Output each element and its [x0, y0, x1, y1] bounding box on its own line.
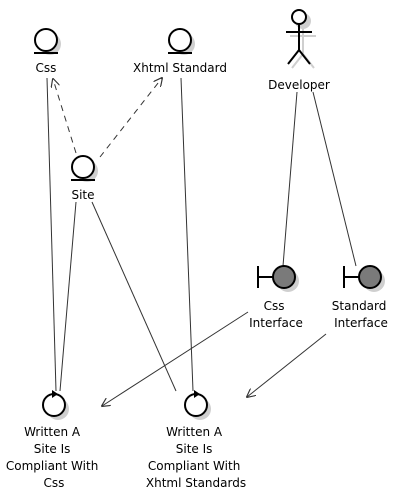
entity-xhtml-standard: Xhtml Standard — [133, 28, 227, 75]
boundary-css-interface-label: Css Interface — [249, 299, 303, 330]
edge-site-to-css — [53, 79, 77, 154]
edge-css-to-control-css — [46, 77, 57, 392]
label-line: Css — [44, 476, 65, 490]
label-line: Site Is — [176, 442, 213, 456]
control-written-site-css: Written A Site Is Compliant With Css — [6, 390, 102, 490]
edge-site-to-control-css — [59, 201, 77, 392]
entity-css: Css — [34, 28, 61, 75]
control-written-site-xhtml: Written A Site Is Compliant With Xhtml S… — [146, 390, 246, 490]
label-line: Interface — [249, 316, 303, 330]
control-written-site-xhtml-label: Written A Site Is Compliant With Xhtml S… — [146, 425, 246, 490]
entity-icon — [34, 28, 58, 52]
edges — [46, 77, 357, 406]
control-arrow-icon — [52, 390, 58, 398]
boundary-standard-interface-label: Standard Interface — [332, 299, 390, 330]
label-line: Written A — [166, 425, 223, 439]
edge-standard-interface-to-control-xhtml — [247, 333, 327, 397]
edge-developer-to-css-interface — [282, 91, 298, 267]
actor-developer: Developer — [268, 9, 330, 92]
control-icon — [184, 393, 208, 417]
entity-site: Site — [71, 155, 98, 202]
entity-css-label: Css — [36, 61, 57, 75]
boundary-icon — [358, 265, 382, 289]
entity-site-label: Site — [71, 188, 94, 202]
entity-xhtml-standard-label: Xhtml Standard — [133, 61, 227, 75]
label-line: Site Is — [34, 442, 71, 456]
boundary-css-interface: Css Interface — [249, 265, 303, 330]
edge-site-to-control-xhtml — [91, 201, 177, 392]
boundary-icon — [272, 265, 296, 289]
label-line: Interface — [334, 316, 388, 330]
label-line: Compliant With — [148, 459, 240, 473]
edge-site-to-xhtml-standard — [99, 78, 162, 158]
boundary-standard-interface: Standard Interface — [332, 265, 390, 330]
edge-xhtml-standard-to-control-xhtml — [180, 77, 194, 392]
control-arrow-icon — [194, 390, 200, 398]
label-line: Written A — [24, 425, 81, 439]
control-written-site-css-label: Written A Site Is Compliant With Css — [6, 425, 102, 490]
label-line: Standard — [332, 299, 387, 313]
label-line: Xhtml Standards — [146, 476, 246, 490]
entity-icon — [71, 155, 95, 179]
label-line: Css — [264, 299, 285, 313]
label-line: Compliant With — [6, 459, 98, 473]
edge-css-interface-to-control-css — [102, 311, 249, 406]
entity-icon — [168, 28, 192, 52]
actor-developer-label: Developer — [268, 78, 330, 92]
stick-figure-icon — [286, 9, 312, 65]
control-icon — [42, 393, 66, 417]
edge-developer-to-standard-interface — [312, 91, 357, 267]
